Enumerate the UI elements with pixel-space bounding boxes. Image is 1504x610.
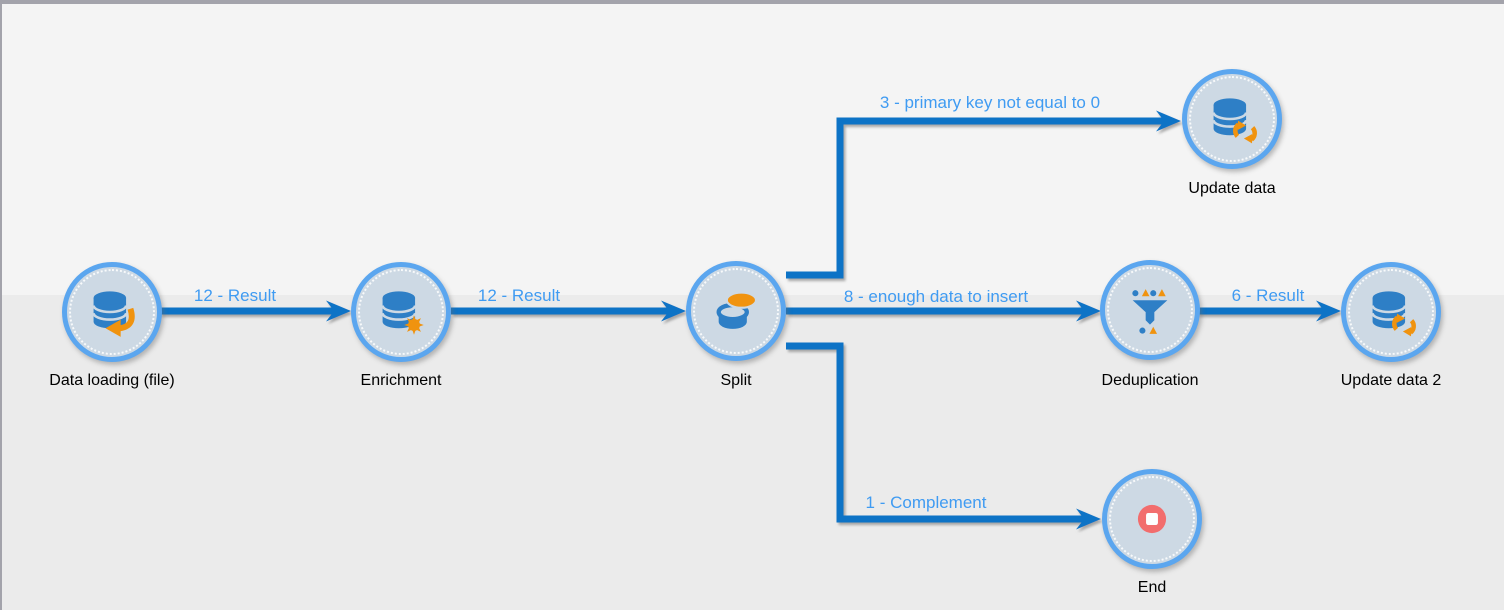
edge-label: 1 - Complement — [865, 493, 987, 512]
node-update-data[interactable] — [1182, 69, 1282, 169]
edge-split-end[interactable] — [786, 342, 1086, 523]
edge-label: 8 - enough data to insert — [843, 287, 1029, 306]
split-icon — [716, 291, 758, 329]
database-update-icon — [1371, 291, 1416, 337]
edge-label: 12 - Result — [477, 286, 561, 305]
node-enrichment[interactable] — [351, 262, 451, 362]
edge-label: 6 - Result — [1231, 286, 1305, 305]
arrowhead-icon — [661, 300, 686, 322]
node-end[interactable] — [1102, 469, 1202, 569]
edge-layer — [160, 110, 1341, 530]
database-enrichment-icon — [381, 291, 424, 335]
database-import-icon — [92, 291, 135, 337]
arrowhead-icon — [326, 300, 351, 322]
node-label: Deduplication — [1101, 372, 1199, 389]
edge-label: 3 - primary key not equal to 0 — [879, 93, 1101, 112]
edge-split-updatedata[interactable] — [786, 117, 1166, 279]
arrowhead-icon — [1316, 300, 1341, 322]
node-label: Data loading (file) — [49, 372, 175, 389]
node-update-data-2[interactable] — [1341, 262, 1441, 362]
arrowhead-icon — [1076, 508, 1101, 530]
arrowhead-icon — [1076, 300, 1101, 322]
node-label: Split — [720, 372, 752, 389]
node-label: Update data — [1188, 180, 1276, 197]
deduplication-funnel-icon — [1132, 289, 1168, 334]
node-label: Enrichment — [360, 372, 442, 389]
edge-label: 12 - Result — [193, 286, 277, 305]
node-deduplication[interactable] — [1100, 260, 1200, 360]
arrowhead-icon — [1156, 110, 1181, 132]
node-split[interactable] — [686, 261, 786, 361]
node-data-loading[interactable] — [62, 262, 162, 362]
node-label: Update data 2 — [1340, 372, 1442, 389]
end-stop-icon — [1137, 504, 1167, 534]
database-update-icon — [1212, 98, 1257, 144]
node-label: End — [1137, 579, 1167, 596]
